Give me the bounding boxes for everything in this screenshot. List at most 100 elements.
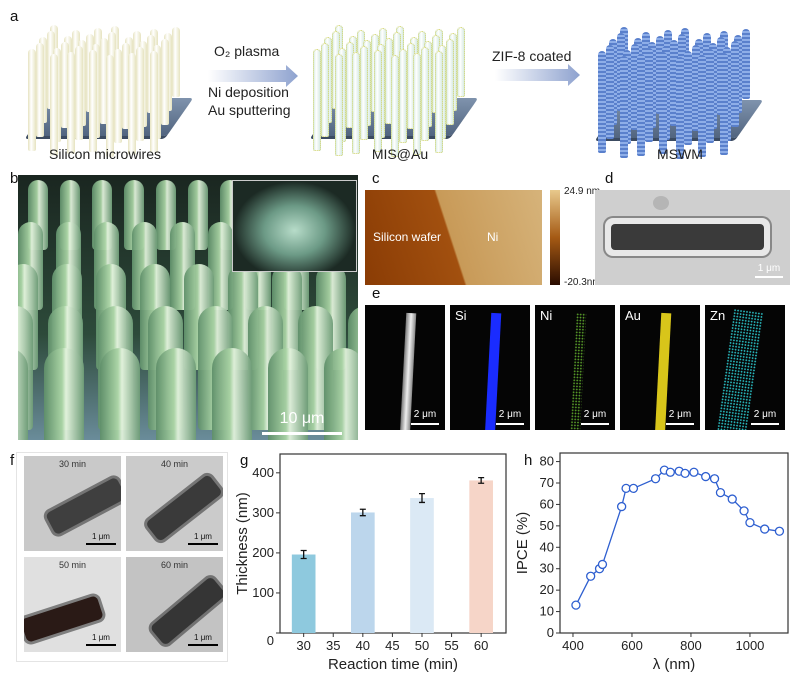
x-tick-label: 55: [444, 638, 458, 653]
bar-30-min: [291, 554, 316, 633]
data-point: [745, 517, 755, 528]
element-label: Zn: [710, 308, 726, 323]
scale-bar-label: 1 μm: [194, 633, 212, 642]
ni-label: Ni: [487, 230, 499, 244]
error-bar: [300, 549, 307, 560]
y-tick-label: 300: [252, 505, 274, 520]
data-point: [586, 571, 596, 581]
microwire: [391, 55, 399, 157]
data-point: [571, 600, 581, 610]
data-point: [616, 501, 627, 512]
data-point: [597, 559, 608, 570]
panel-label-d: d: [605, 170, 614, 187]
bar-60-min: [469, 480, 493, 633]
scale-bar: [188, 543, 218, 545]
scale-bar-label: 1 μm: [194, 532, 212, 541]
microwire: [360, 46, 368, 140]
microwire: [352, 52, 360, 154]
microwire: [413, 53, 421, 155]
scale-bar: [496, 423, 524, 425]
tem-image-50-min: 50 min 1 μm: [24, 557, 121, 652]
micropillar: [18, 348, 28, 440]
stage-label-mswm: MSWM: [657, 146, 703, 162]
x-tick-label: 800: [680, 638, 702, 653]
microwire: [28, 49, 36, 151]
scale-bar: [411, 423, 439, 425]
scale-bar: [188, 644, 218, 646]
y-tick-label: 30: [540, 561, 554, 576]
y-tick-label: 40: [540, 539, 554, 554]
microwire: [114, 49, 122, 143]
step-o2-plasma: O₂ plasma: [214, 43, 280, 59]
tem-image-60-min: 60 min 1 μm: [126, 557, 223, 652]
y-tick-label: 10: [540, 604, 554, 619]
microwire: [620, 56, 628, 158]
microwire: [50, 54, 58, 156]
colorbar: [550, 190, 560, 285]
mswm-illustration: [580, 22, 780, 159]
scale-bar-label: 2 μm: [583, 409, 607, 420]
silicon-wafer-label: Silicon wafer: [373, 230, 442, 244]
microwire: [435, 51, 443, 153]
eds-map-ni: Ni 2 μm: [535, 305, 615, 430]
eds-map-haadf: 2 μm: [365, 305, 445, 430]
scale-bar-label: 1 μm: [757, 263, 781, 274]
element-label: Ni: [540, 308, 553, 323]
scale-bar-label: 2 μm: [668, 409, 692, 420]
y-tick-label: 70: [540, 475, 554, 490]
microwire: [692, 45, 700, 131]
scale-bar-label: 2 μm: [498, 409, 522, 420]
microwire: [385, 38, 393, 124]
microwire: [598, 51, 606, 153]
microwire: [637, 54, 645, 156]
micropillar: [156, 348, 196, 440]
micropillar: [268, 348, 308, 440]
arrow-icon: [208, 65, 298, 87]
data-point: [680, 468, 690, 479]
microwire: [346, 42, 354, 128]
microwire: [731, 41, 739, 127]
microwire: [75, 46, 83, 140]
x-tick-label: 400: [562, 638, 584, 653]
microwire: [606, 45, 614, 139]
x-tick-label: 30: [296, 638, 310, 653]
microwire: [684, 51, 692, 145]
data-point: [739, 506, 749, 516]
microwire: [421, 47, 429, 141]
microwire: [106, 55, 114, 157]
y-axis-label: IPCE (%): [515, 512, 531, 575]
y-tick-label: 0: [267, 633, 274, 648]
microwire: [313, 49, 321, 151]
time-label: 60 min: [160, 560, 188, 570]
afm-image: Silicon wafer Ni: [365, 190, 542, 285]
bar-40-min: [350, 512, 375, 633]
microwire: [100, 38, 108, 124]
silicon-microwires-illustration: [10, 20, 200, 157]
microwire: [335, 54, 343, 156]
microwire: [399, 49, 407, 143]
data-point: [689, 467, 699, 477]
microwire: [136, 47, 144, 141]
microwire: [89, 50, 97, 152]
scale-bar: [751, 423, 779, 425]
scale-bar: [581, 423, 609, 425]
ipce-line: [575, 469, 780, 606]
scale-bar-label: 2 μm: [413, 409, 437, 420]
stage-label-mis-au: MIS@Au: [371, 146, 429, 162]
micropillar: [100, 348, 140, 440]
scale-bar-label: 1 μm: [92, 633, 110, 642]
x-tick-label: 50: [415, 638, 429, 653]
panel-label-e: e: [372, 285, 381, 302]
time-label: 50 min: [58, 560, 86, 570]
tem-time-series: [16, 452, 228, 662]
error-bar: [478, 476, 485, 484]
micropillar: [324, 348, 358, 440]
y-tick-label: 20: [540, 582, 554, 597]
bar-50-min: [410, 498, 434, 633]
scale-bar-label: 10 μm: [279, 410, 325, 427]
microwire: [150, 51, 158, 153]
